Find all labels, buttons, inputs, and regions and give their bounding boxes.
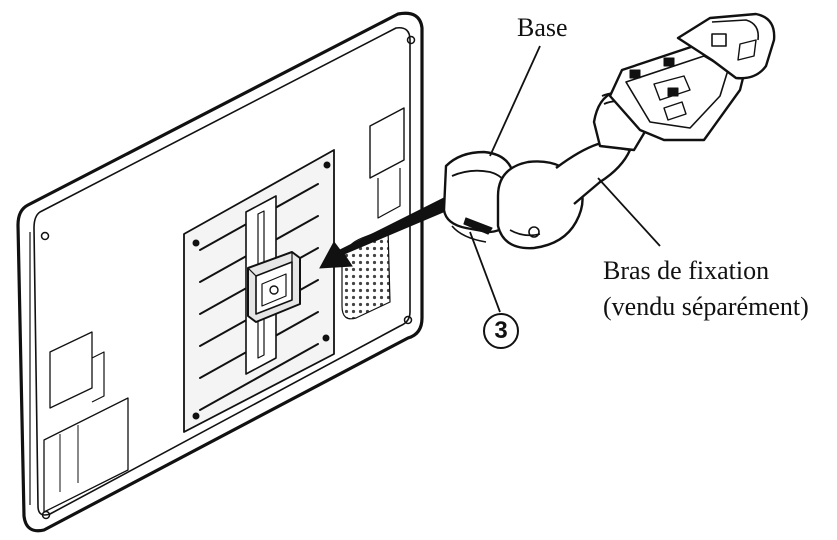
arm-label: Bras de fixation (vendu séparément)	[603, 253, 809, 325]
monitor-port-panel	[49, 331, 93, 409]
corner-screw	[403, 315, 413, 325]
arm-housing-tab	[667, 87, 679, 97]
arm-top-clamp-ridge	[711, 19, 760, 41]
monitor-inner-frame	[33, 26, 411, 516]
monitor-bottom-panel	[43, 397, 129, 513]
arm-clamp-detail	[737, 39, 757, 61]
leader-lines	[469, 45, 661, 313]
arm-joint-detail	[509, 229, 541, 237]
corner-screw	[406, 35, 416, 45]
arm-joint-bolt	[528, 226, 540, 238]
plate-screw	[322, 334, 330, 342]
clip-screw	[269, 285, 279, 295]
mounting-clip-detail	[261, 273, 287, 307]
arm-housing-window	[653, 75, 691, 101]
monitor-recess-slot	[377, 168, 401, 219]
arm-clamp-tab	[711, 33, 727, 47]
clip-top-edge	[247, 252, 293, 277]
leader-arm	[597, 177, 661, 247]
leader-step	[469, 231, 501, 313]
monitor-bottom-step	[59, 425, 79, 492]
base-label: Base	[517, 13, 568, 42]
plate-screw	[323, 161, 331, 169]
arm-joint	[496, 160, 584, 250]
monitor-unit	[16, 11, 424, 533]
corner-screw	[40, 231, 50, 241]
arm-base-lower	[451, 225, 487, 243]
leader-base	[489, 45, 541, 157]
arm-label-line-2: (vendu séparément)	[603, 292, 809, 321]
monitor-port-slot	[91, 351, 105, 403]
monitor-recess	[369, 107, 405, 179]
arm-housing-tab	[663, 57, 675, 67]
plate-screw	[192, 239, 200, 247]
plate-screw	[192, 412, 200, 420]
step-number: 3	[494, 317, 508, 344]
arm-housing-window	[663, 101, 687, 121]
circled-number-icon: 3	[483, 313, 519, 349]
arm-upper-housing	[608, 38, 750, 142]
arm-housing-tab	[629, 69, 641, 79]
arm-label-line-1: Bras de fixation	[603, 256, 770, 285]
mounting-arm	[442, 12, 776, 250]
insertion-arrow	[319, 197, 449, 269]
arm-base-clip	[463, 217, 493, 235]
arrow-left-icon	[319, 197, 449, 269]
